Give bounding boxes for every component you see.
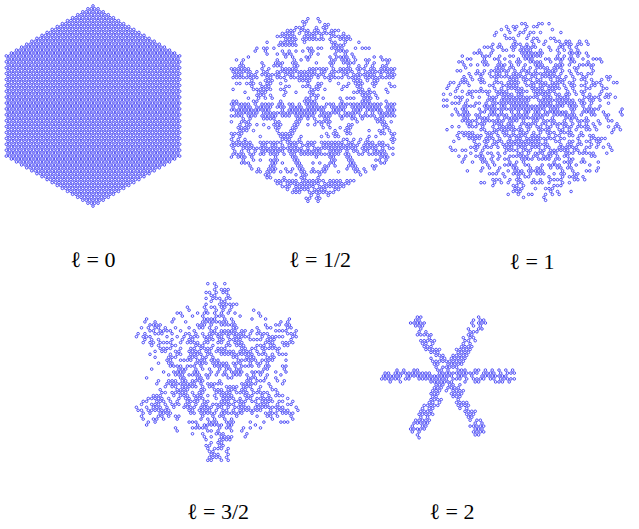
parameter-label: ℓ = 2 xyxy=(430,499,475,525)
parameter-label: ℓ = 1/2 xyxy=(289,247,351,273)
striped-lattice xyxy=(230,17,396,202)
parameter-label: ℓ = 1 xyxy=(510,249,555,275)
parameter-label: ℓ = 3/2 xyxy=(187,499,249,525)
snowflake-lattice xyxy=(380,316,515,439)
hexagon-lattice xyxy=(5,5,181,208)
star-lattice xyxy=(135,282,299,461)
cloud-lattice xyxy=(442,22,623,201)
parameter-label: ℓ = 0 xyxy=(71,247,116,273)
